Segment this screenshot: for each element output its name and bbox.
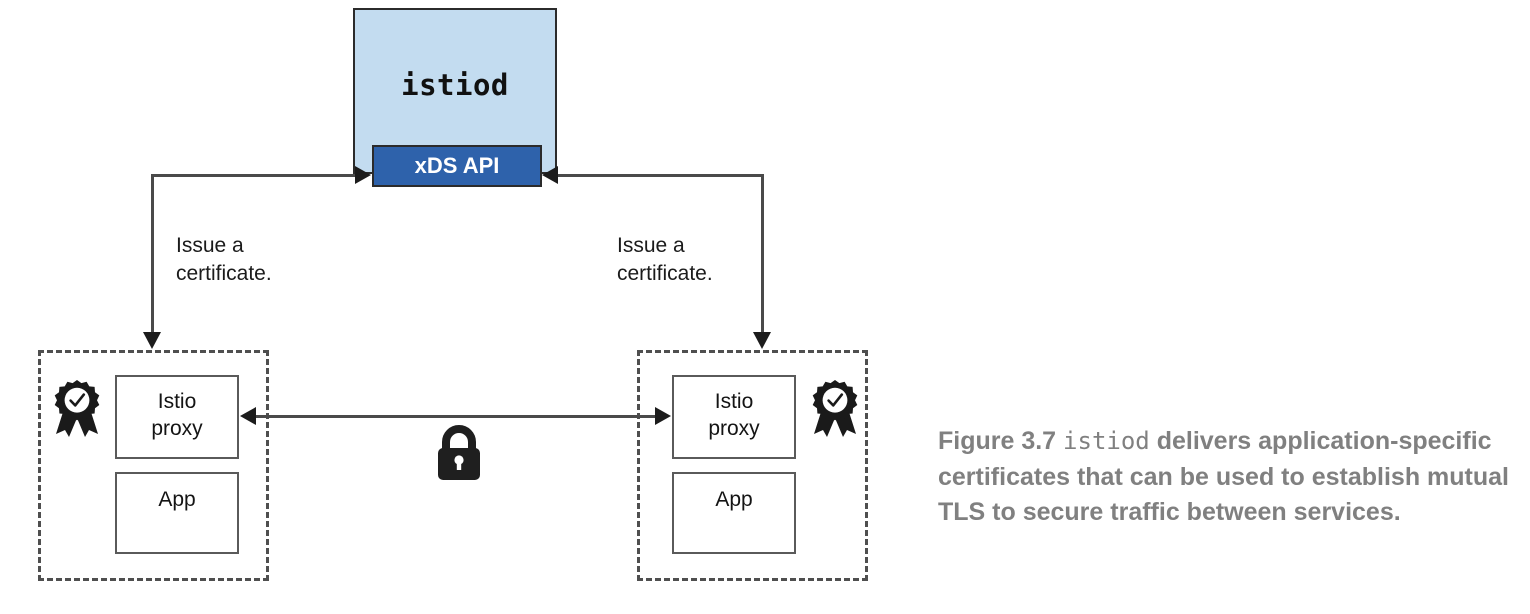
issue-certificate-label-right: Issue a certificate.: [617, 234, 713, 285]
app-box-right: App: [672, 472, 796, 554]
certificate-rosette-icon: [812, 380, 858, 437]
mtls-arrowhead-right: [655, 407, 671, 425]
right-connector-horizontal: [558, 174, 764, 177]
xds-api-box: xDS API: [372, 145, 542, 187]
caption-mono-term: istiod: [1063, 427, 1150, 455]
caption-figure-number: Figure 3.7: [938, 427, 1057, 455]
mtls-arrowhead-left: [240, 407, 256, 425]
figure-caption: Figure 3.7 istiod delivers application-s…: [938, 424, 1516, 531]
right-connector-arrowhead-to-service: [753, 332, 771, 349]
padlock-icon: [438, 425, 480, 480]
istiod-label: istiod: [401, 68, 509, 102]
right-connector-vertical: [761, 174, 764, 334]
left-connector-horizontal: [152, 174, 355, 177]
istio-proxy-box-left: Istio proxy: [115, 375, 239, 459]
app-box-left: App: [115, 472, 239, 554]
caption-text: delivers application-specific certificat…: [938, 427, 1509, 526]
xds-api-label: xDS API: [414, 153, 500, 178]
right-connector-arrowhead-to-xds: [542, 166, 558, 184]
left-connector-vertical: [151, 174, 154, 334]
left-connector-arrowhead-to-service: [143, 332, 161, 349]
istio-proxy-box-right: Istio proxy: [672, 375, 796, 459]
mtls-connection-line: [254, 415, 664, 418]
issue-certificate-label-left: Issue a certificate.: [176, 234, 272, 285]
left-connector-arrowhead-to-xds: [355, 166, 371, 184]
certificate-rosette-icon: [54, 380, 100, 437]
